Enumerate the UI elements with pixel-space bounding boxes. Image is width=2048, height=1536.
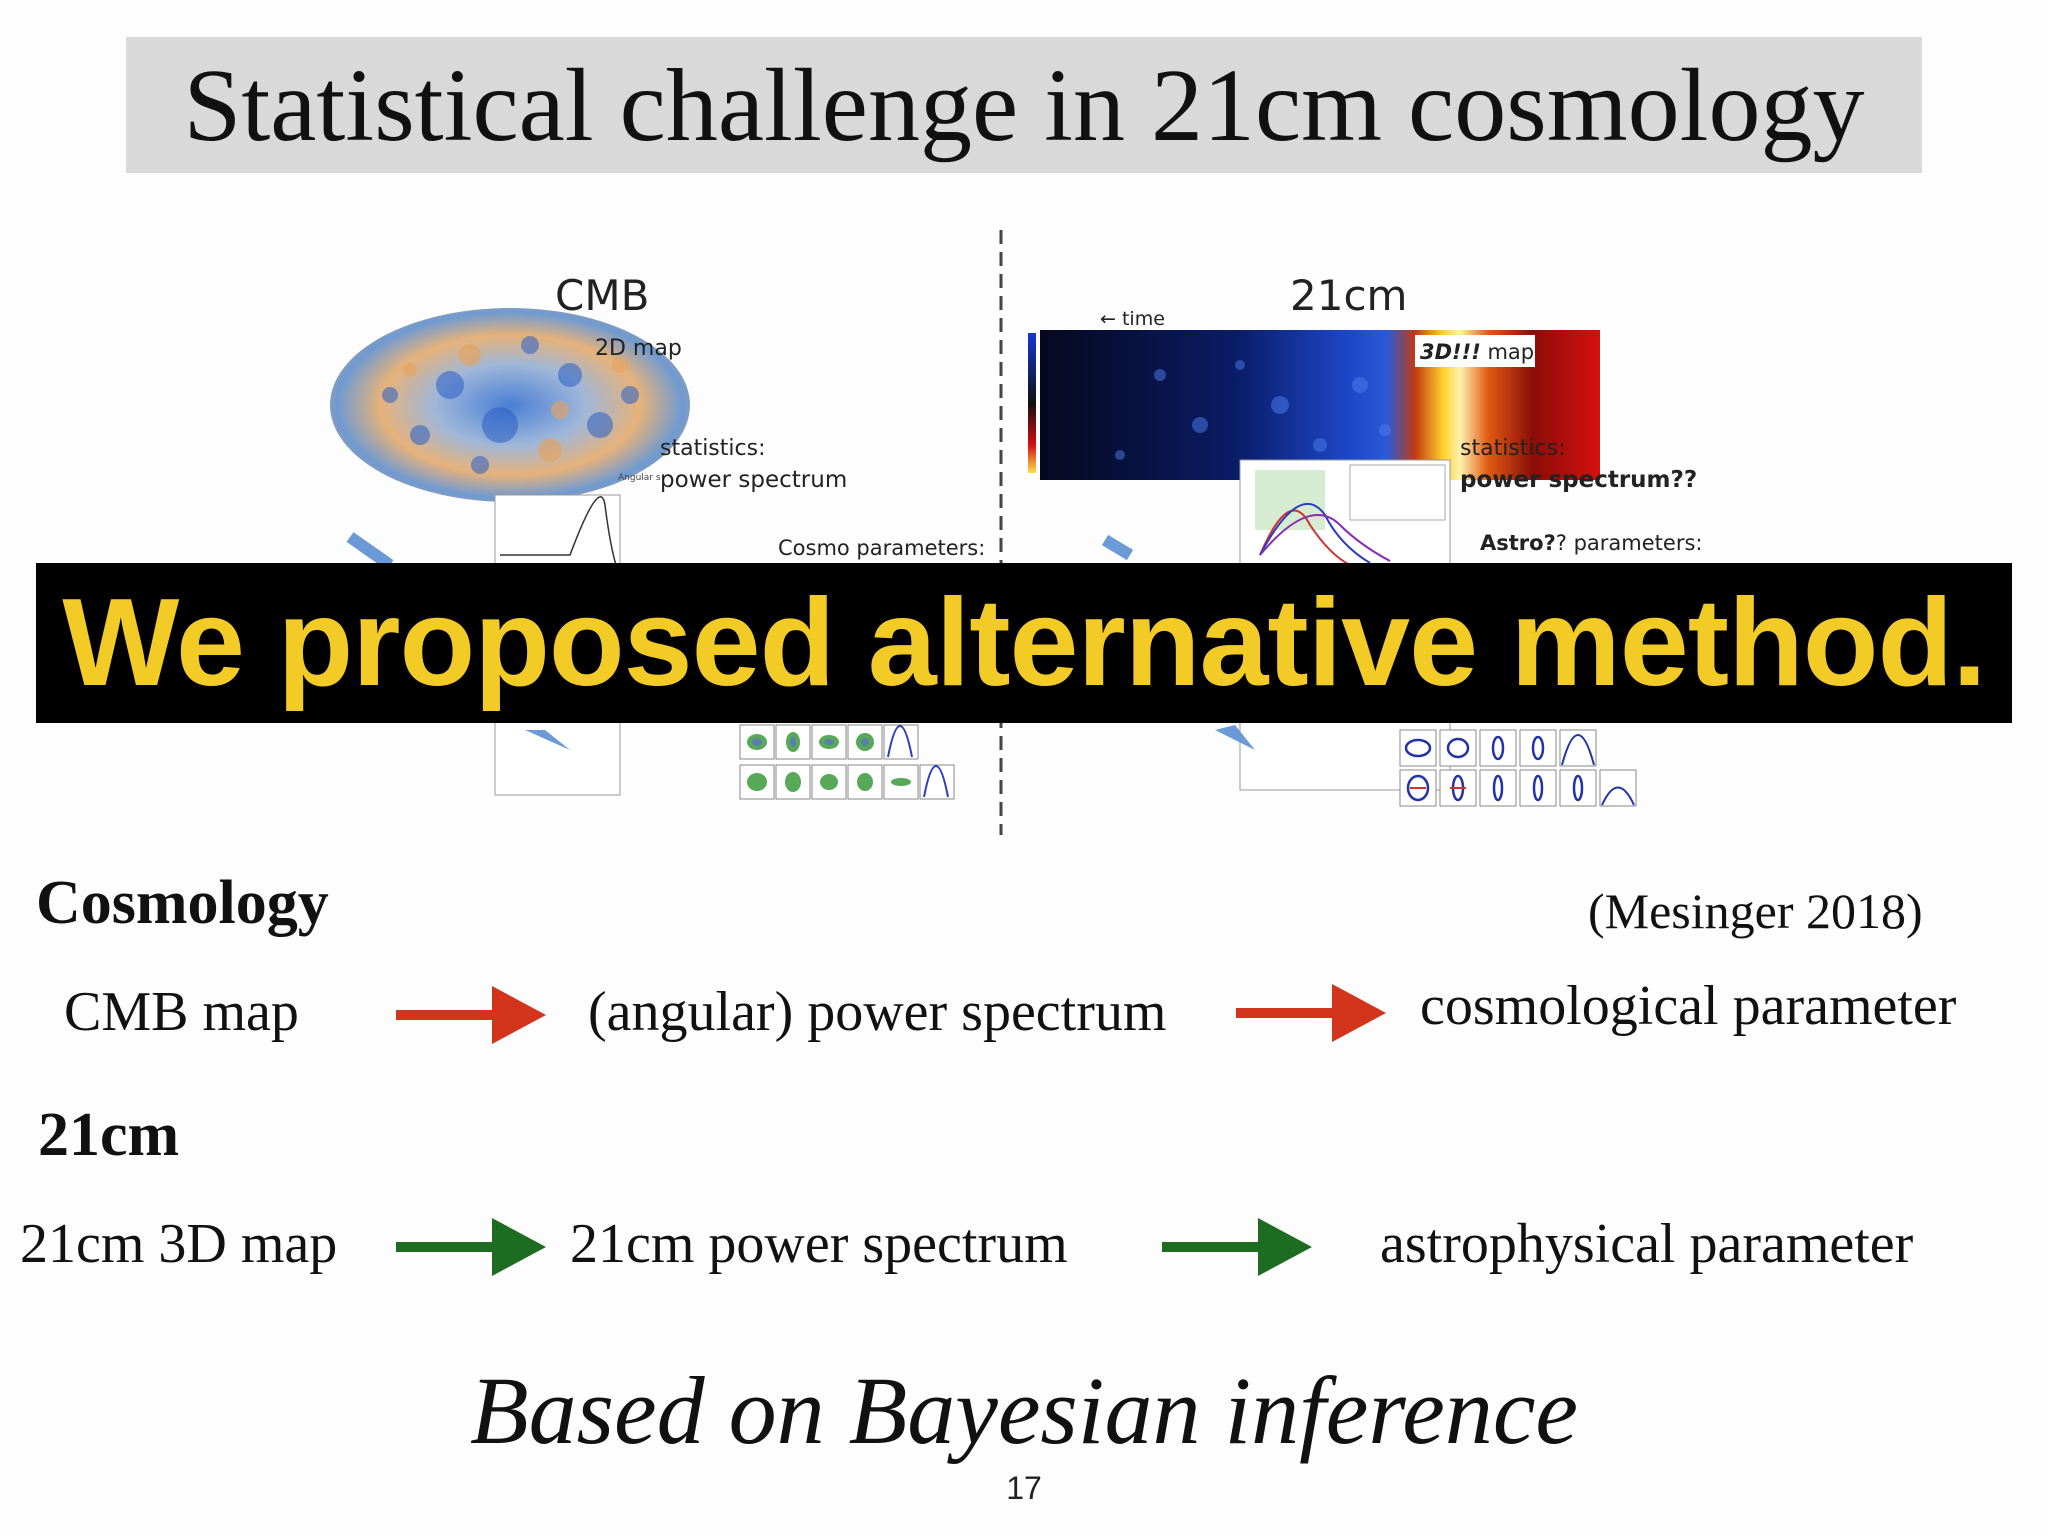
cmb-params-label: Cosmo parameters: <box>778 536 985 560</box>
green-arrow-icon <box>396 1218 546 1276</box>
citation: (Mesinger 2018) <box>1588 883 1923 939</box>
bayesian-inference-note: Based on Bayesian inference <box>469 1357 1579 1464</box>
t21-params-label: Astro?? parameters: <box>1480 531 1702 555</box>
cmb-corner-plot <box>739 724 955 800</box>
t21-map-label-bg <box>1415 335 1535 367</box>
t21-blue-arrow-upper <box>1101 534 1134 561</box>
cmb-heading: CMB <box>555 271 649 320</box>
cm21-power-spectrum-step: 21cm power spectrum <box>570 1213 1068 1275</box>
cmb-map-step: CMB map <box>64 981 299 1043</box>
red-arrow-icon <box>396 986 546 1044</box>
t21-lightcone-texture <box>1115 360 1391 460</box>
cmb-map-speckle <box>382 336 639 474</box>
comparison-figure: CMB 2D map statistics: Angular s power s… <box>330 230 1702 835</box>
t21-stats-value: power spectrum?? <box>1460 467 1697 493</box>
cosmological-parameter-step: cosmological parameter <box>1420 975 1957 1037</box>
red-arrow-icon <box>1236 984 1386 1042</box>
t21-time-label: ← time <box>1100 308 1165 330</box>
angular-power-spectrum-step: (angular) power spectrum <box>588 981 1167 1043</box>
cmb-sky-map <box>330 308 690 502</box>
t21-colorbar <box>1028 333 1036 473</box>
cmb-map-label: 2D map <box>595 336 682 361</box>
t21-heading: 21cm <box>1290 271 1407 320</box>
cm21-3d-map-step: 21cm 3D map <box>20 1213 338 1275</box>
banner-text: We proposed alternative method. <box>62 574 1987 712</box>
page-number: 17 <box>1006 1470 1042 1506</box>
cmb-corner-peak <box>887 725 949 798</box>
cmb-stats-label: statistics: <box>660 436 765 461</box>
t21-stats-label: statistics: <box>1460 436 1565 461</box>
cosmology-heading: Cosmology <box>36 869 329 937</box>
cmb-angular-label: Angular s <box>618 473 661 483</box>
slide-title: Statistical challenge in 21cm cosmology <box>183 47 1865 163</box>
title-background <box>126 37 1922 173</box>
t21-blue-arrow-lower <box>1215 725 1255 750</box>
cmb-map-speckle-warm <box>403 344 628 462</box>
cmb-corner-contours <box>747 732 911 792</box>
cmb-corner-inner <box>752 737 869 747</box>
cmb-stats-value: power spectrum <box>660 467 847 493</box>
green-arrow-icon <box>1162 1218 1312 1276</box>
cm21-heading: 21cm <box>38 1101 180 1169</box>
cmb-blue-arrow-upper <box>346 532 394 570</box>
t21-map-label: 3D!!! map <box>1420 340 1534 364</box>
highlight-banner: We proposed alternative method. <box>36 563 2012 723</box>
t21-corner-contours <box>1404 735 1584 802</box>
t21-corner-peak <box>1561 734 1635 806</box>
astrophysical-parameter-step: astrophysical parameter <box>1380 1213 1914 1275</box>
cmb-blue-arrow-lower <box>525 730 570 750</box>
